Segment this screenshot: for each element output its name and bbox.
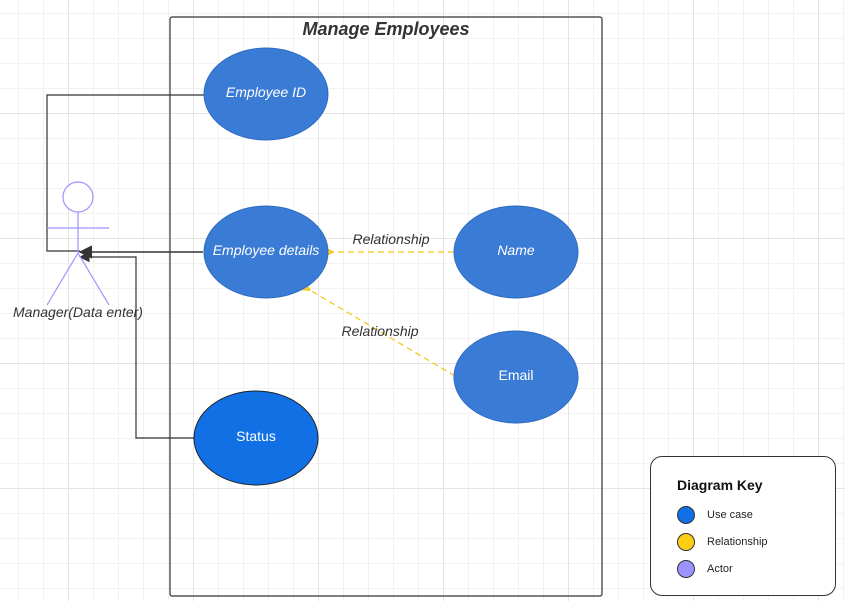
- legend-item-actor: Actor: [677, 558, 733, 580]
- use-case-employee-details[interactable]: Employee details: [203, 205, 329, 299]
- use-case-email-label: Email: [498, 367, 533, 383]
- diagram-key[interactable]: Diagram Key Use case Relationship Actor: [650, 456, 836, 596]
- use-case-employee-id[interactable]: Employee ID: [203, 47, 329, 141]
- use-case-employee-details-label: Employee details: [213, 242, 320, 258]
- use-case-name-label: Name: [497, 242, 535, 258]
- relationship-swatch-icon: [677, 533, 695, 551]
- system-boundary[interactable]: [169, 16, 603, 597]
- system-title: Manage Employees: [302, 19, 469, 39]
- use-case-swatch-icon: [677, 506, 695, 524]
- connector-status[interactable]: [78, 251, 194, 439]
- use-case-name[interactable]: Name: [453, 205, 579, 299]
- actor-manager[interactable]: [46, 181, 110, 306]
- use-case-employee-id-label: Employee ID: [226, 84, 306, 100]
- diagram-key-title: Diagram Key: [677, 477, 763, 493]
- legend-item-label: Actor: [707, 563, 733, 575]
- relationship-label-name: Relationship: [352, 231, 429, 247]
- actor-swatch-icon: [677, 560, 695, 578]
- actor-left-leg: [46, 252, 79, 306]
- legend-item-label: Relationship: [707, 536, 768, 548]
- actor-right-leg: [77, 252, 110, 306]
- legend-item-use-case: Use case: [677, 504, 753, 526]
- actor-head: [62, 181, 94, 213]
- connector-employee-id[interactable]: [46, 94, 204, 252]
- use-case-email[interactable]: Email: [453, 330, 579, 424]
- relationship-label-email: Relationship: [341, 323, 418, 339]
- actor-label: Manager(Data enter): [13, 304, 143, 320]
- relationship-line-email[interactable]: [308, 289, 456, 377]
- legend-item-relationship: Relationship: [677, 531, 768, 553]
- legend-item-label: Use case: [707, 509, 753, 521]
- use-case-status-label: Status: [236, 428, 276, 444]
- use-case-status[interactable]: Status: [193, 390, 319, 486]
